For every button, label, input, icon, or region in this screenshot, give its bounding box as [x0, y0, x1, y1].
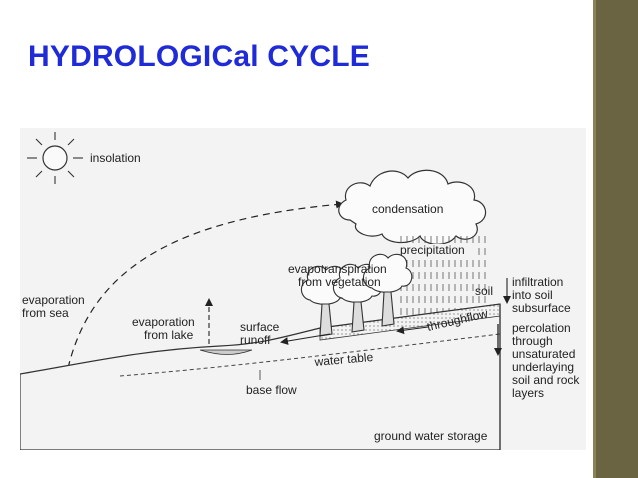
hydrological-cycle-diagram: insolation condensation precipitation [20, 128, 586, 450]
slide-title: HYDROLOGICal CYCLE [28, 40, 370, 73]
label-through: through [512, 334, 553, 348]
label-ground-water-storage: ground water storage [374, 429, 488, 443]
label-percolation: percolation [512, 321, 571, 335]
label-subsurface: subsurface [512, 301, 571, 315]
label-infiltration: infiltration [512, 275, 563, 289]
sidebar-accent-line [593, 0, 596, 478]
label-underlaying: underlaying [512, 360, 574, 374]
label-unsaturated: unsaturated [512, 347, 575, 361]
label-base-flow: base flow [246, 383, 297, 397]
label-evapotranspiration: evapotranspiration [288, 262, 387, 276]
label-runoff: runoff [240, 333, 271, 347]
label-condensation: condensation [372, 202, 443, 216]
label-from-lake: from lake [144, 328, 194, 342]
diagram-canvas: insolation condensation precipitation [20, 132, 580, 450]
label-soil-and-rock: soil and rock [512, 373, 580, 387]
label-insolation: insolation [90, 151, 141, 165]
tree-icon [362, 253, 413, 327]
label-water-table: water table [313, 350, 374, 369]
label-evaporation-lake: evaporation [132, 315, 195, 329]
label-precipitation: precipitation [400, 243, 465, 257]
label-soil: soil [475, 284, 493, 298]
label-evaporation-sea: evaporation [22, 293, 85, 307]
label-from-sea: from sea [22, 306, 69, 320]
label-surface: surface [240, 320, 280, 334]
label-layers: layers [512, 386, 544, 400]
surface-runoff-arrow [280, 333, 331, 345]
throughflow-arrow [396, 326, 429, 335]
evaporation-arc-arrow [67, 200, 344, 369]
label-into-soil: into soil [512, 288, 553, 302]
lake-water [199, 349, 253, 355]
sun-icon [27, 132, 83, 184]
sidebar-decoration [593, 0, 638, 478]
label-from-vegetation: from vegetation [298, 275, 381, 289]
